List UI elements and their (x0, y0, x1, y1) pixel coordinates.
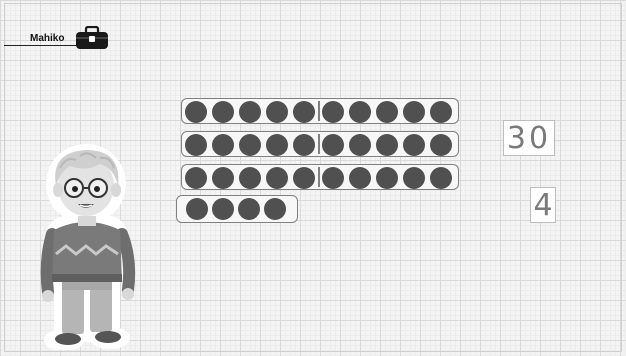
ten-frame-row (181, 131, 459, 157)
counter-dot (239, 134, 261, 156)
row-divider (318, 167, 320, 187)
counter-dot (349, 134, 371, 156)
player-name: Mahiko (30, 33, 64, 44)
counter-dot (212, 101, 234, 123)
counter-dot (212, 198, 234, 220)
counter-dot (238, 198, 260, 220)
counter-dot (264, 198, 286, 220)
ten-frame-row (181, 164, 459, 190)
counter-dot (349, 101, 371, 123)
toolbox-icon[interactable] (74, 26, 110, 50)
counter-dot (212, 167, 234, 189)
counter-dot (430, 134, 452, 156)
counter-dot (185, 167, 207, 189)
counter-dot (293, 167, 315, 189)
partial-row (176, 195, 298, 223)
boy-with-glasses-illustration (36, 142, 146, 350)
counter-dot (403, 134, 425, 156)
counter-dot (376, 101, 398, 123)
counter-dot (266, 134, 288, 156)
row-divider (318, 101, 320, 121)
counter-dot (293, 134, 315, 156)
counter-dot (403, 101, 425, 123)
name-underline (4, 45, 78, 46)
ten-frame-row (181, 98, 459, 124)
tens-value: 30 (507, 121, 551, 156)
counter-dot (186, 198, 208, 220)
counter-dot (293, 101, 315, 123)
counter-dot (185, 101, 207, 123)
counter-dot (349, 167, 371, 189)
counter-dot (322, 101, 344, 123)
counter-dot (376, 134, 398, 156)
ones-number-card: 4 (530, 187, 556, 223)
counter-dot (185, 134, 207, 156)
counter-dot (403, 167, 425, 189)
counter-dot (239, 101, 261, 123)
counter-dot (376, 167, 398, 189)
counter-dot (212, 134, 234, 156)
counter-dot (266, 101, 288, 123)
tens-number-card: 30 (503, 120, 555, 156)
counter-dot (322, 167, 344, 189)
row-divider (318, 134, 320, 154)
counter-dot (322, 134, 344, 156)
counter-dot (266, 167, 288, 189)
counter-dot (430, 101, 452, 123)
counter-dot (239, 167, 261, 189)
counter-dot (430, 167, 452, 189)
ones-value: 4 (533, 188, 552, 223)
